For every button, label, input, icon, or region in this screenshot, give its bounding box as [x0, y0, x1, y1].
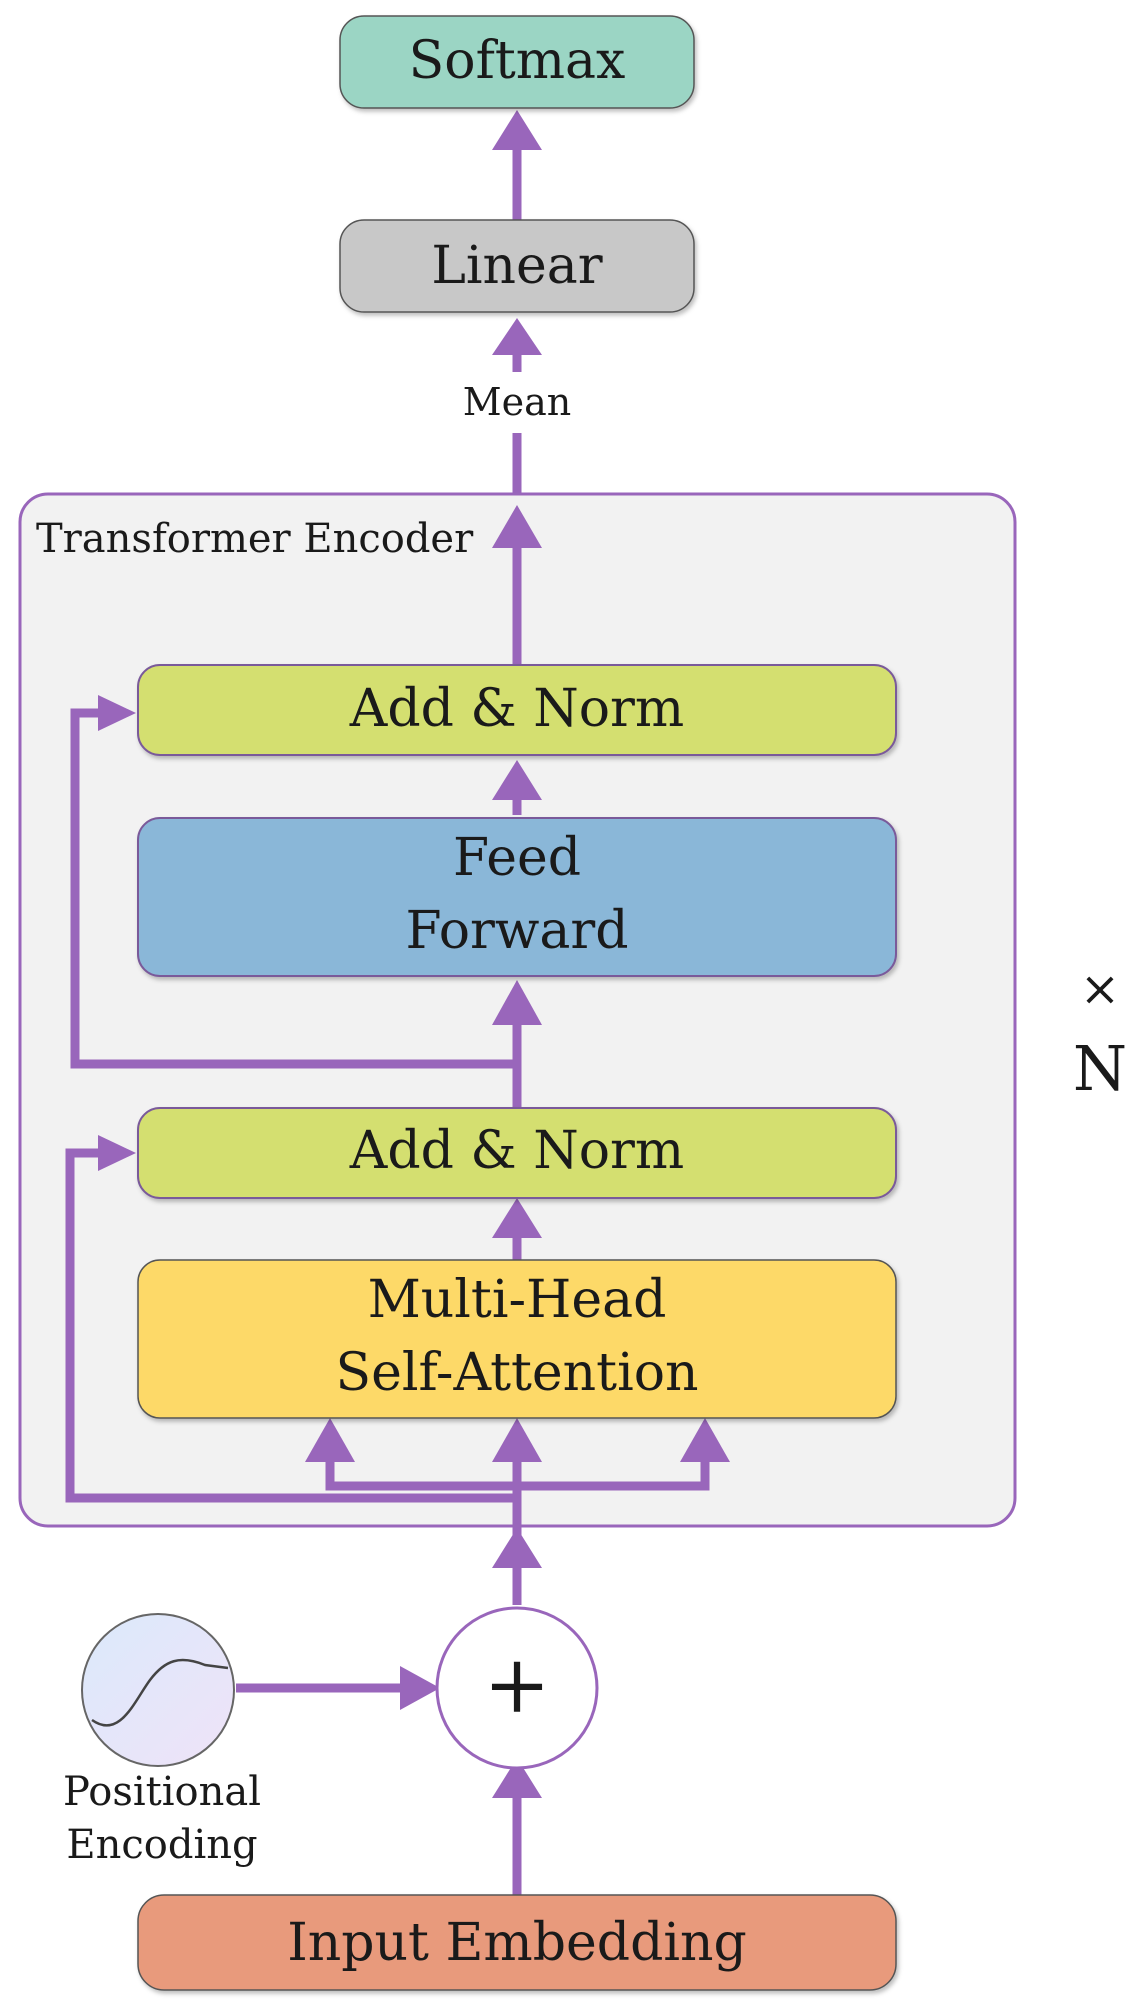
- input-embedding-label: Input Embedding: [287, 1913, 747, 1973]
- arrowhead-into-addnorm-2: [492, 760, 542, 800]
- arrowhead-attention-right: [680, 1418, 730, 1462]
- residual-connection-1: [65, 1148, 517, 1503]
- add-norm-top-block: Add & Norm: [137, 664, 897, 756]
- add-norm-top-box: [137, 664, 897, 756]
- arrowhead-into-encoder: [492, 1528, 542, 1568]
- attention-label-line1: Multi-Head: [368, 1270, 667, 1330]
- adder-plus-icon: +: [483, 1638, 550, 1731]
- adder-node: +: [435, 1606, 599, 1770]
- residual-connection-2: [70, 708, 517, 1069]
- feed-forward-label-line2: Forward: [405, 901, 628, 961]
- mean-operation: Mean: [456, 376, 578, 430]
- arrowhead-into-ffn: [492, 980, 542, 1025]
- attention-box: [137, 1259, 897, 1419]
- feed-forward-label-line1: Feed: [453, 828, 581, 888]
- mean-label-background: [456, 376, 578, 430]
- add-norm-bottom-block: Add & Norm: [137, 1107, 897, 1199]
- softmax-label: Softmax: [409, 31, 626, 91]
- encoder-title: Transformer Encoder: [36, 516, 474, 562]
- input-embedding-box: [137, 1894, 897, 1991]
- linear-block: Linear: [339, 219, 695, 313]
- arrowhead-into-linear: [492, 318, 542, 355]
- feed-forward-block: Feed Forward: [137, 817, 897, 977]
- arrowhead-pe-to-adder: [400, 1666, 440, 1710]
- arrowhead-residual-1: [98, 1135, 136, 1171]
- add-norm-bottom-label: Add & Norm: [349, 1121, 684, 1181]
- mean-label: Mean: [463, 380, 572, 424]
- positional-encoding-node: Positional Encoding: [63, 1613, 261, 1868]
- softmax-block: Softmax: [339, 15, 695, 109]
- arrowhead-attention-left: [305, 1418, 355, 1462]
- connectors: [65, 140, 710, 1895]
- arrowhead-residual-2: [98, 695, 136, 731]
- arrow-heads: [98, 110, 730, 1798]
- linear-label: Linear: [431, 236, 602, 296]
- positional-encoding-circle: [81, 1613, 235, 1767]
- linear-box: [339, 219, 695, 313]
- positional-encoding-label-line1: Positional: [63, 1769, 261, 1815]
- attention-input-branch-right: [517, 1455, 710, 1491]
- add-norm-top-label: Add & Norm: [349, 679, 684, 739]
- feed-forward-box: [137, 817, 897, 977]
- attention-input-branch-left: [325, 1455, 517, 1491]
- arrowhead-into-softmax: [492, 110, 542, 150]
- add-norm-bottom-box: [137, 1107, 897, 1199]
- sine-wave-icon: [91, 1658, 229, 1727]
- arrowhead-into-adder: [492, 1758, 542, 1798]
- softmax-box: [339, 15, 695, 109]
- arrowhead-encoder-top: [492, 505, 542, 548]
- repeat-times-symbol: ×: [1080, 961, 1120, 1017]
- repeat-n-label: N: [1073, 1032, 1127, 1105]
- attention-label-line2: Self-Attention: [335, 1343, 698, 1403]
- input-embedding-block: Input Embedding: [137, 1894, 897, 1991]
- repeat-indicator: × N: [1073, 961, 1127, 1105]
- arrowhead-into-addnorm-1: [492, 1198, 542, 1238]
- positional-encoding-label-line2: Encoding: [66, 1822, 257, 1868]
- arrowhead-attention-center: [492, 1418, 542, 1462]
- attention-block: Multi-Head Self-Attention: [137, 1259, 897, 1419]
- adder-circle: [435, 1606, 599, 1770]
